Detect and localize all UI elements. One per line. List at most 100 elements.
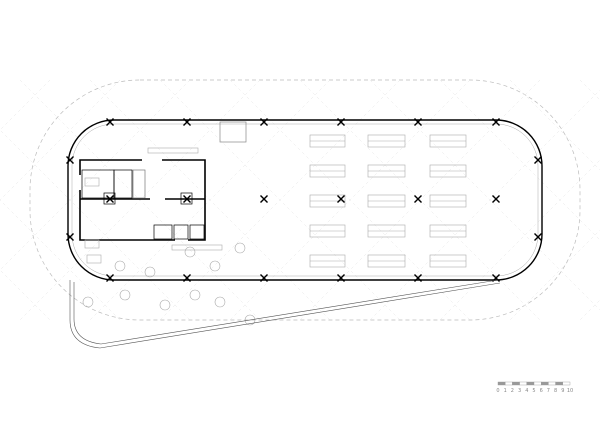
column-x-icon: [337, 195, 345, 203]
scale-segment: [562, 381, 571, 386]
hatch-line: [0, 79, 51, 131]
hatch-line: [439, 159, 600, 321]
scale-label: 3: [518, 388, 521, 394]
round-table: [159, 299, 171, 311]
scale-label: 8: [554, 388, 557, 394]
column-x-icon: [260, 274, 268, 282]
hatch-line: [439, 79, 600, 241]
hatch-line: [0, 269, 51, 321]
scale-segment: [519, 381, 527, 386]
hatch-line: [0, 79, 121, 201]
furniture: [82, 134, 467, 326]
counter: [171, 244, 223, 251]
hatch-line: [579, 79, 600, 101]
scale-segment: [505, 381, 513, 386]
sofa: [84, 177, 100, 187]
column-x-icon: [337, 118, 345, 126]
round-table: [214, 296, 226, 308]
scale-label: 1: [504, 388, 507, 394]
column-x-icon: [106, 274, 114, 282]
column-x-icon: [534, 233, 542, 241]
scale-label: 6: [540, 388, 543, 394]
hatch-line: [579, 299, 600, 321]
stair-access: [219, 121, 247, 143]
hatch-line: [509, 229, 600, 321]
scale-segment: [512, 381, 520, 386]
service-core: [79, 159, 206, 241]
column-stroke: [492, 274, 500, 282]
round-table: [144, 266, 156, 278]
sofa: [86, 254, 102, 264]
column-stroke: [183, 118, 191, 126]
scale-label: 9: [561, 388, 564, 394]
column-stroke: [337, 118, 345, 126]
round-table: [119, 289, 131, 301]
scale-segment: [526, 381, 535, 386]
site-boundary: [29, 79, 581, 321]
column-x-icon: [66, 156, 74, 164]
column-stroke: [492, 118, 500, 126]
round-table: [184, 246, 196, 258]
scale-segment: [548, 381, 556, 386]
structural-columns: [66, 118, 542, 282]
round-table: [209, 260, 221, 272]
column-stroke: [183, 274, 191, 282]
hatch-line: [0, 79, 191, 271]
column-x-icon: [414, 195, 422, 203]
column-stroke: [66, 233, 74, 241]
hatch-line: [0, 129, 191, 321]
column-stroke: [414, 118, 422, 126]
column-x-icon: [492, 274, 500, 282]
column-stroke: [414, 195, 422, 203]
scale-label: 2: [511, 388, 514, 394]
scale-segment: [555, 381, 563, 386]
scale-segment: [497, 381, 506, 386]
column-stroke: [106, 118, 114, 126]
column-x-icon: [492, 195, 500, 203]
column-stroke: [66, 156, 74, 164]
round-table: [234, 242, 246, 254]
column-x-icon: [183, 195, 191, 203]
column-x-icon: [337, 274, 345, 282]
column-x-icon: [183, 274, 191, 282]
column-x-icon: [260, 195, 268, 203]
column-stroke: [337, 274, 345, 282]
scale-segment: [541, 381, 549, 386]
round-table: [244, 314, 256, 326]
column-x-icon: [534, 156, 542, 164]
round-table: [114, 260, 126, 272]
glazing-line: [71, 123, 539, 277]
column-stroke: [337, 195, 345, 203]
column-stroke: [260, 118, 268, 126]
column-x-icon: [260, 118, 268, 126]
column-stroke: [106, 195, 114, 203]
column-stroke: [492, 195, 500, 203]
scale-label: 0: [496, 388, 499, 394]
ground-pattern: [0, 79, 600, 321]
column-x-icon: [106, 195, 114, 203]
column-stroke: [183, 195, 191, 203]
column-x-icon: [66, 233, 74, 241]
column-x-icon: [414, 274, 422, 282]
column-x-icon: [414, 118, 422, 126]
sofa: [84, 239, 100, 249]
building-envelope: [67, 119, 543, 281]
access-ramp: [69, 279, 501, 349]
core-rooms: [81, 169, 205, 240]
column-stroke: [260, 195, 268, 203]
scale-label: 4: [525, 388, 528, 394]
column-stroke: [106, 274, 114, 282]
column-stroke: [414, 274, 422, 282]
scale-label: 10: [567, 388, 573, 394]
hatch-line: [369, 79, 600, 311]
elevator-left: [103, 192, 116, 205]
column-stroke: [260, 274, 268, 282]
round-table: [189, 289, 201, 301]
hatch-line: [0, 199, 121, 321]
counter: [147, 147, 199, 154]
scale-label: 5: [532, 388, 535, 394]
round-table: [82, 296, 94, 308]
